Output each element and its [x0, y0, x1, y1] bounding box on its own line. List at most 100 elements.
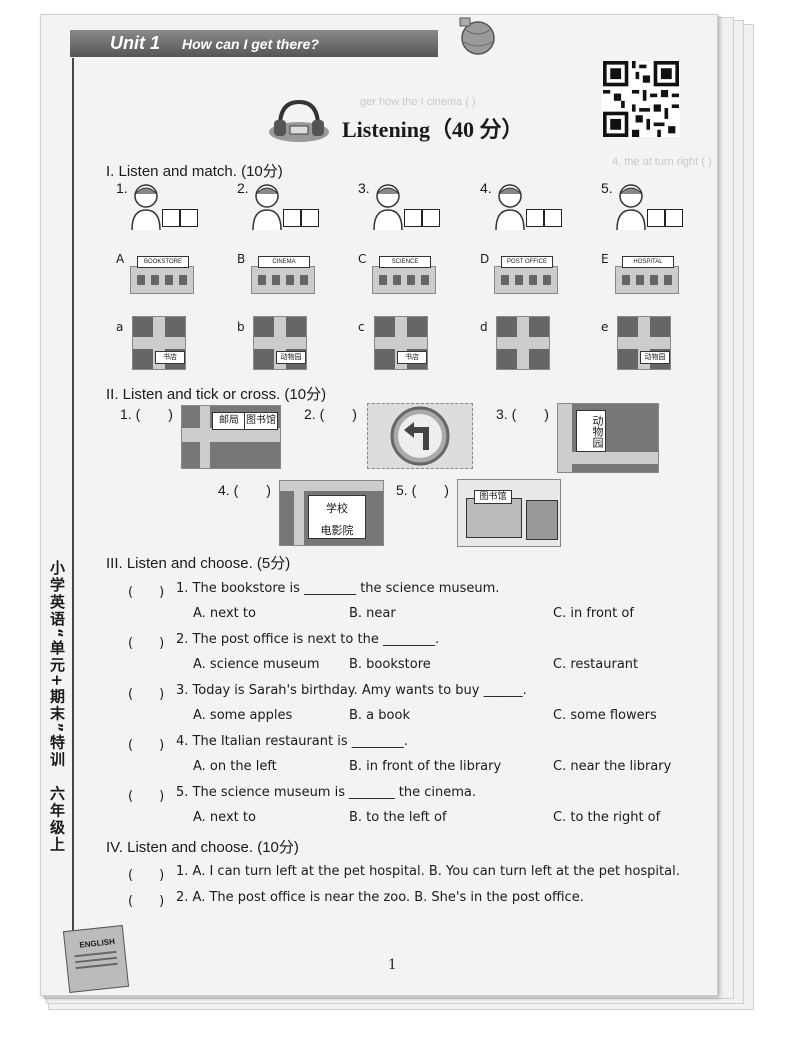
- unit-topic: How can I get there?: [182, 36, 319, 52]
- zoo-map-picture: 动物园: [557, 403, 659, 473]
- building-window: [393, 275, 401, 285]
- place-letter: D: [480, 252, 490, 266]
- option-c: C. near the library: [553, 759, 672, 774]
- building-sign: HOSPITAL: [622, 256, 674, 268]
- part4-heading: IV. Listen and choose. (10分): [106, 839, 299, 856]
- building-window: [650, 275, 658, 285]
- building-window: [300, 275, 308, 285]
- road: [517, 317, 529, 369]
- person-number: 1.: [116, 180, 128, 196]
- part2-heading: II. Listen and tick or cross. (10分): [106, 386, 327, 403]
- answer-paren[interactable]: ( ): [128, 636, 165, 651]
- answer-paren[interactable]: ( ): [128, 894, 165, 909]
- part2-item-number: 2. ( ): [304, 406, 357, 422]
- answer-paren[interactable]: ( ): [128, 738, 165, 753]
- unit-label: Unit 1: [110, 33, 161, 53]
- page-number: 1: [388, 956, 396, 973]
- match-answer-box[interactable]: [162, 209, 180, 227]
- library-bus-picture: 图书馆: [457, 479, 561, 547]
- option-a: A. next to: [193, 606, 256, 621]
- map-letter: c: [358, 320, 365, 334]
- match-answer-box[interactable]: [301, 209, 319, 227]
- map-letter: d: [480, 320, 488, 334]
- answer-paren[interactable]: ( ): [128, 868, 165, 883]
- match-answer-box[interactable]: [526, 209, 544, 227]
- option-c: C. in front of: [553, 606, 634, 621]
- building-window: [622, 275, 630, 285]
- person-icon: [373, 184, 403, 230]
- building-window: [664, 275, 672, 285]
- question-stem: 5. The science museum is _______ the cin…: [176, 785, 476, 800]
- option-b: B. to the left of: [349, 810, 447, 825]
- place-letter: E: [601, 252, 609, 266]
- option-c: C. restaurant: [553, 657, 639, 672]
- crossroad-map: 书店: [374, 316, 428, 370]
- crossroad-map: 书店: [132, 316, 186, 370]
- crossroad-picture: 邮局 图书馆: [181, 405, 281, 469]
- building-window: [137, 275, 145, 285]
- building-sign: BOOKSTORE: [137, 256, 189, 268]
- part2-item-number: 3. ( ): [496, 406, 549, 422]
- person-number: 5.: [601, 180, 613, 196]
- book-label: ENGLISH: [78, 936, 116, 950]
- match-answer-box[interactable]: [422, 209, 440, 227]
- part2-item-number: 4. ( ): [218, 482, 271, 498]
- place-letter: C: [358, 252, 367, 266]
- sign-label: 邮局: [212, 412, 246, 430]
- headphones-icon: [269, 99, 329, 142]
- spine-rule: [72, 58, 74, 938]
- globe-icon: [459, 17, 495, 55]
- bleed-through-text: ger how the I cinema ( ): [360, 96, 476, 108]
- building-picture: SCIENCE MUSEUM: [372, 256, 436, 294]
- building-window: [407, 275, 415, 285]
- map-letter: b: [237, 320, 245, 334]
- building-sign: CINEMA: [258, 256, 310, 268]
- turn-left-sign-picture: [367, 403, 473, 469]
- sign-label: 图书馆: [474, 490, 512, 504]
- qr-code-icon: [602, 61, 680, 137]
- building-window: [543, 275, 551, 285]
- answer-paren[interactable]: ( ): [128, 687, 165, 702]
- building-window: [421, 275, 429, 285]
- building-window: [165, 275, 173, 285]
- building-picture: POST OFFICE: [494, 256, 558, 294]
- place-letter: B: [237, 252, 246, 266]
- building-window: [258, 275, 266, 285]
- match-answer-box[interactable]: [544, 209, 562, 227]
- part4-question: 1. A. I can turn left at the pet hospita…: [176, 864, 680, 879]
- english-book-icon: ENGLISH: [62, 925, 130, 993]
- match-answer-box[interactable]: [404, 209, 422, 227]
- bleed-through-text: 4. the at turn right ( ): [612, 156, 712, 168]
- crossroad-map: [496, 316, 550, 370]
- answer-paren[interactable]: ( ): [128, 585, 165, 600]
- map-letter: a: [116, 320, 124, 334]
- map-sign: 动物园: [276, 351, 306, 364]
- sign-label: 图书馆: [244, 412, 278, 430]
- option-b: B. near: [349, 606, 396, 621]
- map-sign: 动物园: [640, 351, 670, 364]
- building-picture: CINEMA: [251, 256, 315, 294]
- match-answer-box[interactable]: [665, 209, 683, 227]
- match-answer-box[interactable]: [180, 209, 198, 227]
- part4-question: 2. A. The post office is near the zoo. B…: [176, 890, 584, 905]
- part2-item-number: 1. ( ): [120, 406, 173, 422]
- crossroad-map: 动物园: [617, 316, 671, 370]
- person-number: 2.: [237, 180, 249, 196]
- option-c: C. some flowers: [553, 708, 657, 723]
- match-answer-box[interactable]: [283, 209, 301, 227]
- building-picture: HOSPITAL: [615, 256, 679, 294]
- building-window: [515, 275, 523, 285]
- match-answer-box[interactable]: [647, 209, 665, 227]
- part2-item-number: 5. ( ): [396, 482, 449, 498]
- answer-paren[interactable]: ( ): [128, 789, 165, 804]
- building-window: [379, 275, 387, 285]
- building-window: [179, 275, 187, 285]
- person-number: 4.: [480, 180, 492, 196]
- option-b: B. in front of the library: [349, 759, 502, 774]
- building-window: [151, 275, 159, 285]
- section-title: Listening（40 分）: [342, 117, 524, 142]
- sign-label: 电影院: [320, 524, 354, 537]
- book-series-label: 小学英语“单元+期末”特训 六年级上: [48, 560, 66, 854]
- sign-label: 学校: [326, 502, 348, 515]
- map-sign: 书店: [397, 351, 427, 364]
